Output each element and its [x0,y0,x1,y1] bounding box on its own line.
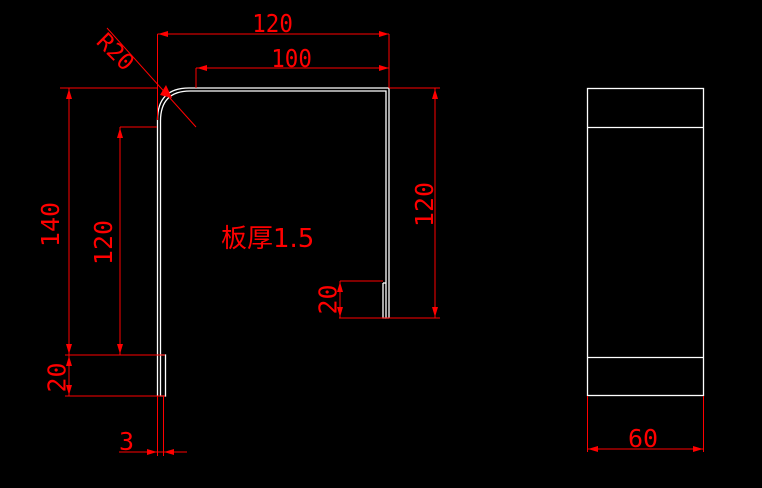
dim-left-120: 120 [89,219,119,266]
dim-right-20: 20 [313,284,343,315]
dim-top-100: 100 [271,44,312,73]
dim-right-120: 120 [410,181,440,228]
dimension-arrows [66,31,703,455]
dim-top-120: 120 [252,9,293,38]
side-view [586,87,705,397]
dim-side-60: 60 [628,424,659,453]
thickness-annotation: 板厚1.5 [221,224,315,254]
dim-left-20: 20 [42,362,72,393]
dim-bottom-3: 3 [119,427,135,456]
dimension-lines [60,27,704,456]
dim-left-140: 140 [36,201,66,248]
